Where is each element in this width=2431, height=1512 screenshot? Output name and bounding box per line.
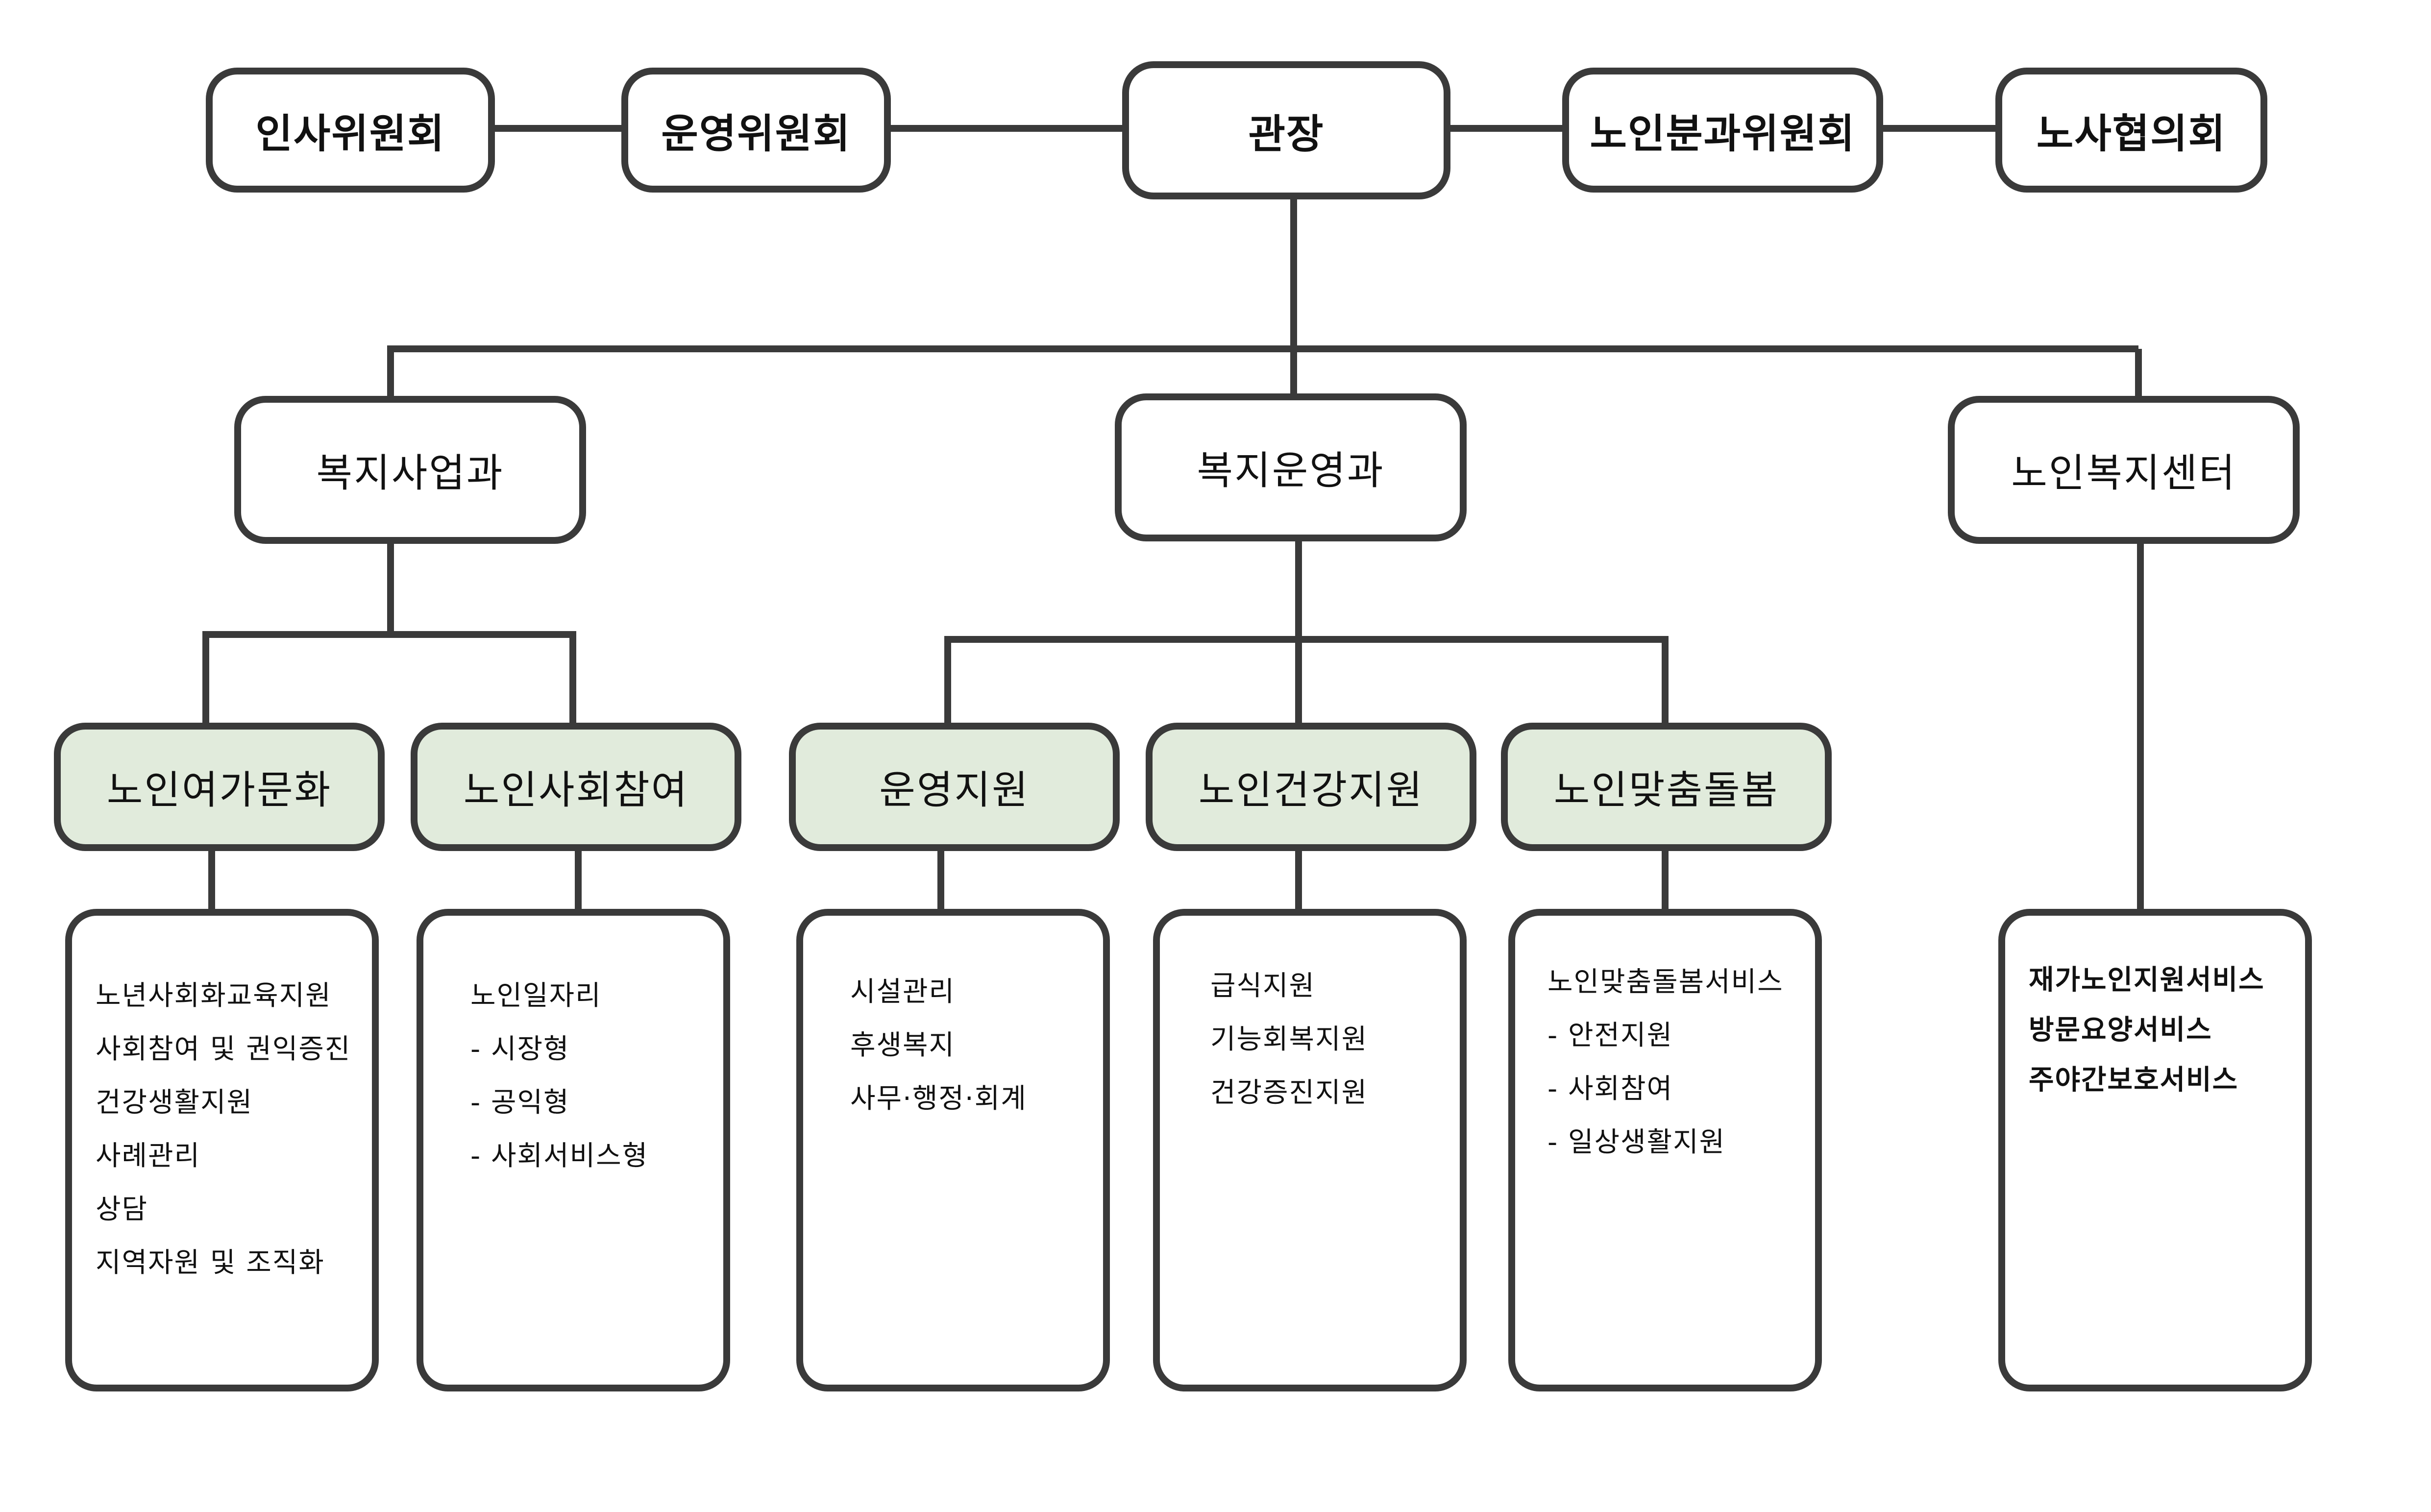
senior-welfare-center-detail-list: 재가노인지원서비스 방문요양서비스 주야간보호서비스 <box>2029 955 2265 1105</box>
list-item: 건강증진지원 <box>1210 1077 1368 1109</box>
list-item: 사례관리 <box>96 1140 201 1172</box>
list-item: 시설관리 <box>850 976 956 1008</box>
welfare-operations-box <box>1115 393 1467 541</box>
list-item: 상담 <box>96 1194 148 1225</box>
list-item: 급식지원 <box>1210 970 1316 1002</box>
list-item: - 일상생활지원 <box>1547 1126 1726 1158</box>
welfare-operations-label: 복지운영과 <box>1197 448 1385 493</box>
custom-care-detail-list: 노인맞춤돌봄서비스 - 안전지원 - 사회참여 - 일상생활지원 <box>1547 955 1784 1169</box>
operations-support-box <box>789 723 1120 851</box>
list-item: 사회참여 및 권익증진 <box>96 1033 351 1065</box>
leisure-culture-box <box>54 723 385 851</box>
health-support-label: 노인건강지원 <box>1198 767 1424 813</box>
list-item: - 사회참여 <box>1547 1073 1673 1105</box>
operations-support-label: 운영지원 <box>879 767 1030 813</box>
list-item: 건강생활지원 <box>96 1087 253 1119</box>
welfare-projects-label: 복지사업과 <box>316 450 504 496</box>
health-support-detail-box <box>1153 909 1467 1391</box>
custom-care-box <box>1501 723 1832 851</box>
leisure-culture-detail-list: 노년사회화교육지원 사회참여 및 권익증진 건강생활지원 사례관리 상담 지역자… <box>96 969 351 1290</box>
operations-committee-box <box>621 68 891 193</box>
list-item: - 공익형 <box>470 1087 570 1119</box>
senior-welfare-center-label: 노인복지센터 <box>2011 450 2236 496</box>
senior-welfare-center-box <box>1948 396 2300 544</box>
leisure-culture-detail-box <box>65 909 379 1391</box>
list-item: 주야간보호서비스 <box>2029 1064 2239 1096</box>
social-participation-detail-box <box>417 909 730 1391</box>
list-item: 노년사회화교육지원 <box>96 980 332 1012</box>
director-box <box>1122 61 1450 199</box>
social-participation-box <box>411 723 741 851</box>
senior-welfare-center-detail-box <box>1998 909 2312 1391</box>
custom-care-label: 노인맞춤돌봄 <box>1553 767 1779 813</box>
list-item: 재가노인지원서비스 <box>2029 964 2265 996</box>
labor-council-label: 노사협의회 <box>2036 111 2227 157</box>
personnel-committee-label: 인사위원회 <box>255 111 445 157</box>
personnel-committee-box <box>206 68 495 193</box>
social-participation-detail-list: 노인일자리 - 시장형 - 공익형 - 사회서비스형 <box>470 969 648 1183</box>
operations-committee-label: 운영위원회 <box>661 111 851 157</box>
labor-council-box <box>1995 68 2267 193</box>
list-item: 방문요양서비스 <box>2029 1014 2212 1046</box>
welfare-projects-box <box>234 396 586 544</box>
list-item: 사무·행정·회계 <box>850 1083 1027 1115</box>
operations-support-detail-box <box>796 909 1110 1391</box>
list-item: - 시장형 <box>470 1033 570 1065</box>
director-label: 관장 <box>1248 111 1325 158</box>
social-participation-label: 노인사회참여 <box>463 767 689 813</box>
list-item: - 사회서비스형 <box>470 1140 649 1172</box>
operations-support-detail-list: 시설관리 후생복지 사무·행정·회계 <box>850 965 1027 1125</box>
health-support-detail-list: 급식지원 기능회복지원 건강증진지원 <box>1210 959 1368 1120</box>
list-item: 지역자원 및 조직화 <box>96 1247 325 1279</box>
senior-subcommittee-label: 노인분과위원회 <box>1590 111 1856 157</box>
list-item: 노인맞춤돌봄서비스 <box>1547 966 1784 998</box>
senior-subcommittee-box <box>1562 68 1883 193</box>
health-support-box <box>1146 723 1476 851</box>
list-item: 기능회복지원 <box>1210 1024 1368 1055</box>
list-item: - 안전지원 <box>1547 1020 1673 1051</box>
list-item: 노인일자리 <box>470 980 602 1012</box>
leisure-culture-label: 노인여가문화 <box>106 767 332 813</box>
list-item: 후생복지 <box>850 1029 956 1061</box>
custom-care-detail-box <box>1508 909 1822 1391</box>
